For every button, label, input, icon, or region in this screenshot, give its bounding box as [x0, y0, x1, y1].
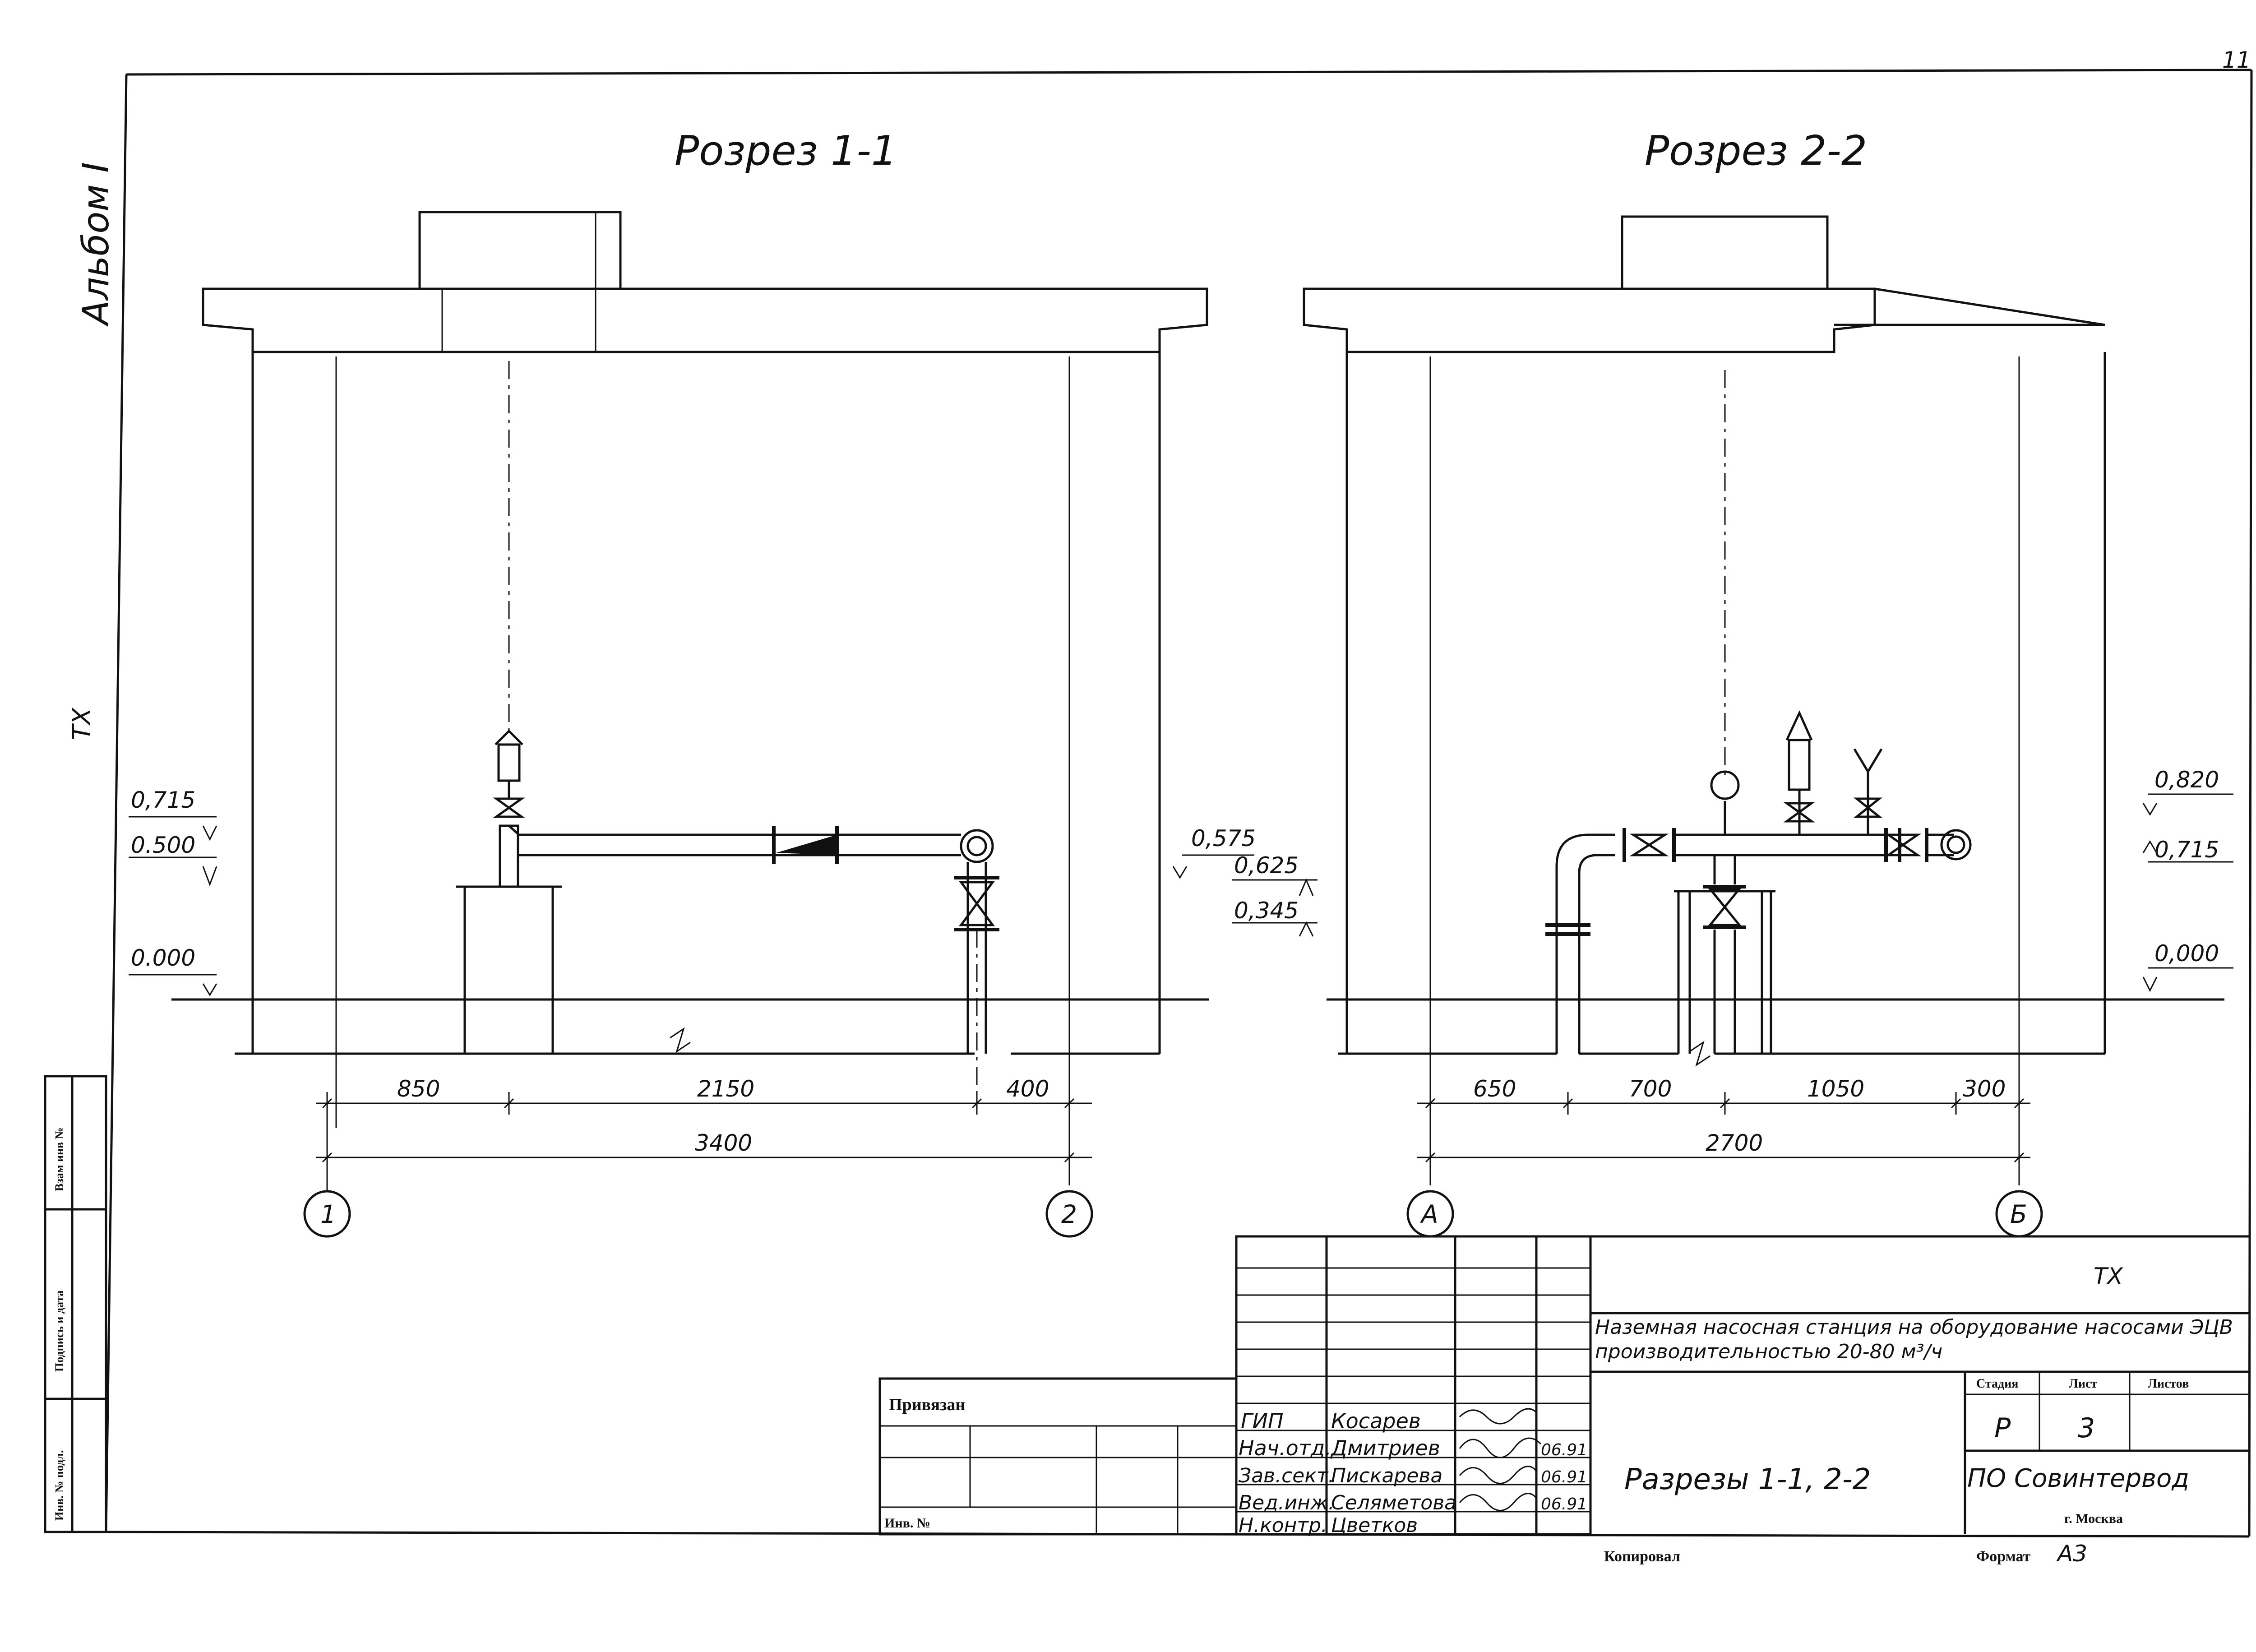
section-1-title: Розрез 1-1 [675, 127, 897, 175]
section-1-piping [493, 729, 999, 1101]
sheet-value: 3 [2078, 1412, 2095, 1444]
level-0345: 0,345 [1234, 898, 1299, 924]
stamp-row-1: Взам инв № [53, 1127, 66, 1191]
staff-name-3: Пискарева [1331, 1464, 1442, 1487]
staff-role-4: Вед.инж. [1239, 1491, 1335, 1514]
privyazan-label: Привязан [889, 1395, 965, 1414]
dim-850: 850 [397, 1076, 440, 1102]
sheet-frame [103, 69, 2253, 1538]
doc-code: ТХ [2094, 1263, 2124, 1289]
inv-label: Инв. № [884, 1516, 930, 1531]
page-number: 11 [2222, 47, 2251, 73]
dim-1050: 1050 [1807, 1076, 1864, 1102]
staff-name-5: Цветков [1331, 1514, 1418, 1537]
format-label: Формат [1976, 1548, 2031, 1565]
section-2-piping [1545, 710, 1972, 1054]
staff-name-4: Селяметова [1331, 1491, 1456, 1514]
stamp-row-3: Инв. № подл. [53, 1450, 66, 1521]
copied-label: Копировал [1604, 1548, 1680, 1565]
project-name-box: Наземная насосная станция на оборудовани… [1595, 1316, 2233, 1363]
level-0820: 0,820 [2154, 767, 2219, 793]
dim-2150: 2150 [697, 1076, 754, 1102]
section-2-title: Розрез 2-2 [1645, 127, 1867, 175]
axis-bubble-1 [303, 1190, 351, 1238]
dim-2700: 2700 [1706, 1130, 1763, 1156]
section-1-building [171, 211, 1209, 1128]
title-block [878, 1235, 2249, 1536]
organization: ПО Совинтервод [1967, 1464, 2189, 1493]
album-note: Альбом I [75, 162, 117, 327]
dim-650: 650 [1473, 1076, 1516, 1102]
staff-date-4: 06.91 [1541, 1495, 1587, 1513]
section-2-levels [1232, 793, 2233, 992]
staff-date-3: 06.91 [1541, 1468, 1587, 1486]
left-stamp [44, 1075, 107, 1533]
stage-value: Р [1994, 1412, 2011, 1444]
level-0575: 0,575 [1191, 825, 1256, 851]
city: г. Москва [2064, 1511, 2123, 1526]
dim-700: 700 [1629, 1076, 1672, 1102]
level-0715: 0,715 [131, 787, 195, 813]
section-1-levels [129, 816, 1254, 996]
format-value: А3 [2056, 1541, 2087, 1567]
project-name: Наземная насосная станция на оборудовани… [1595, 1316, 2233, 1363]
axis-label-b: Б [2010, 1200, 2027, 1229]
staff-role-2: Нач.отд. [1239, 1436, 1331, 1460]
dim-400: 400 [1006, 1076, 1049, 1102]
staff-name-2: Дмитриев [1330, 1436, 1440, 1460]
staff-role-1: ГИП [1241, 1409, 1284, 1433]
axis-label-a: А [1420, 1200, 1438, 1229]
level-0715-r: 0,715 [2154, 837, 2219, 863]
staff-date-2: 06.91 [1541, 1441, 1587, 1459]
dim-3400: 3400 [695, 1130, 752, 1156]
stamp-row-2: Подпись и дата [53, 1291, 66, 1372]
sheet-head: Лист [2069, 1377, 2097, 1391]
level-0500: 0.500 [131, 832, 195, 858]
staff-role-5: Н.контр. [1239, 1514, 1327, 1537]
section-2-building [1303, 215, 2224, 1137]
stage-head: Стадия [1976, 1377, 2018, 1391]
axis-label-2: 2 [1061, 1200, 1077, 1229]
level-0000: 0.000 [131, 945, 195, 971]
sheets-head: Листов [2148, 1377, 2189, 1391]
section-1-dimensions [316, 1092, 1092, 1191]
level-0000-r: 0,000 [2154, 940, 2219, 967]
axis-bubble-2 [1045, 1190, 1093, 1238]
signatures [1459, 1408, 1542, 1511]
side-mark: ТХ [67, 707, 96, 740]
dim-300: 300 [1963, 1076, 2006, 1102]
level-0625: 0,625 [1234, 852, 1299, 879]
sheet-name: Разрезы 1-1, 2-2 [1624, 1463, 1871, 1496]
axis-label-1: 1 [320, 1200, 336, 1229]
staff-role-3: Зав.сект. [1239, 1464, 1335, 1487]
staff-name-1: Косарев [1331, 1409, 1421, 1433]
